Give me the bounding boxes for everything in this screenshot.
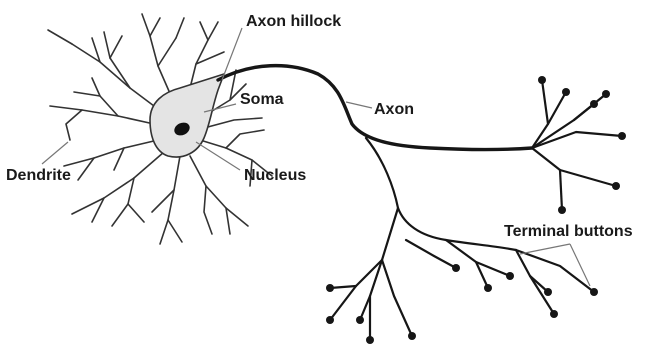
label-axon-hillock: Axon hillock [246, 13, 341, 30]
label-soma: Soma [240, 91, 284, 108]
label-dendrite: Dendrite [6, 167, 71, 184]
axon-branch [366, 138, 516, 250]
terminal-branches-upper [532, 80, 622, 210]
label-axon: Axon [374, 101, 414, 118]
leader-lines [42, 28, 590, 286]
label-terminal-buttons: Terminal buttons [504, 223, 633, 240]
label-nucleus: Nucleus [244, 167, 306, 184]
